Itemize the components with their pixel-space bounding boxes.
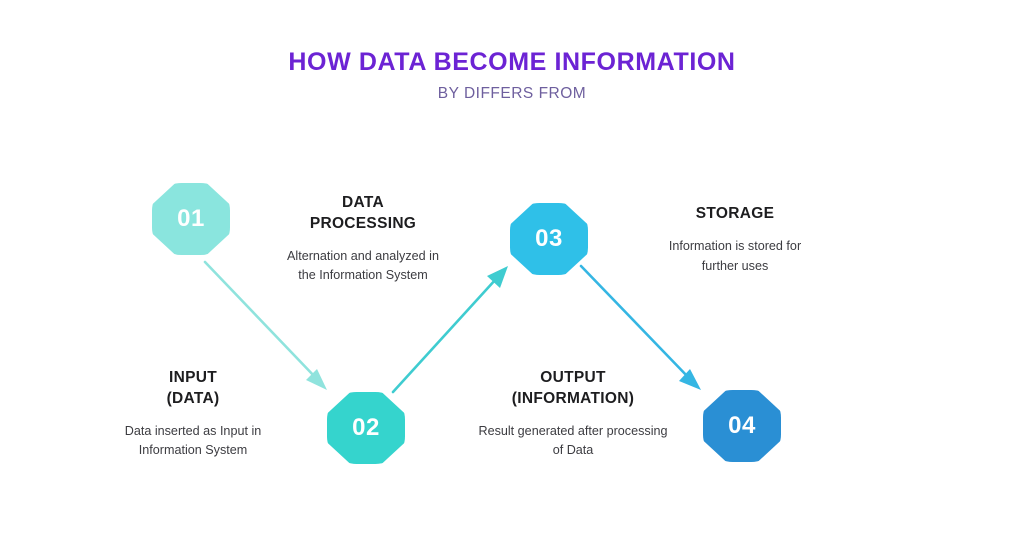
step-title-input: INPUT (DATA)	[108, 368, 278, 410]
step-block-input: INPUT (DATA) Data inserted as Input in I…	[108, 368, 278, 461]
step-block-storage: STORAGE Information is stored for furthe…	[650, 204, 820, 276]
step-body-output: Result generated after processing of Dat…	[478, 423, 668, 458]
step-title-line2: (DATA)	[166, 389, 220, 407]
step-title-output: OUTPUT (INFORMATION)	[478, 368, 668, 410]
step-body-input: Data inserted as Input in Information Sy…	[124, 423, 262, 458]
step-title-line2: PROCESSING	[309, 214, 417, 232]
step-block-data-processing: DATA PROCESSING Alternation and analyzed…	[278, 193, 448, 286]
page-title: HOW DATA BECOME INFORMATION	[288, 48, 736, 76]
step-block-output: OUTPUT (INFORMATION) Result generated af…	[478, 368, 668, 461]
step-body-data-processing: Alternation and analyzed in the Informat…	[287, 248, 439, 283]
step-title-line1: INPUT	[169, 369, 217, 386]
node-01-label: 01	[177, 205, 205, 232]
step-title-line2: (INFORMATION)	[511, 389, 635, 407]
node-01[interactable]: 01	[152, 183, 230, 255]
node-04-label: 04	[728, 412, 756, 439]
step-title-line1: STORAGE	[695, 205, 775, 222]
node-03-label: 03	[535, 225, 563, 252]
node-02-label: 02	[352, 414, 380, 441]
header: HOW DATA BECOME INFORMATION BY DIFFERS F…	[0, 48, 1024, 103]
step-title-line1: DATA	[342, 194, 384, 211]
node-02[interactable]: 02	[327, 392, 405, 464]
page-subtitle: BY DIFFERS FROM	[437, 84, 587, 102]
step-title-line1: OUTPUT	[540, 369, 606, 386]
step-body-storage: Information is stored for further uses	[668, 238, 802, 273]
step-title-data-processing: DATA PROCESSING	[278, 193, 448, 235]
node-04[interactable]: 04	[703, 390, 781, 462]
node-03[interactable]: 03	[510, 203, 588, 275]
step-title-storage: STORAGE	[650, 204, 820, 225]
